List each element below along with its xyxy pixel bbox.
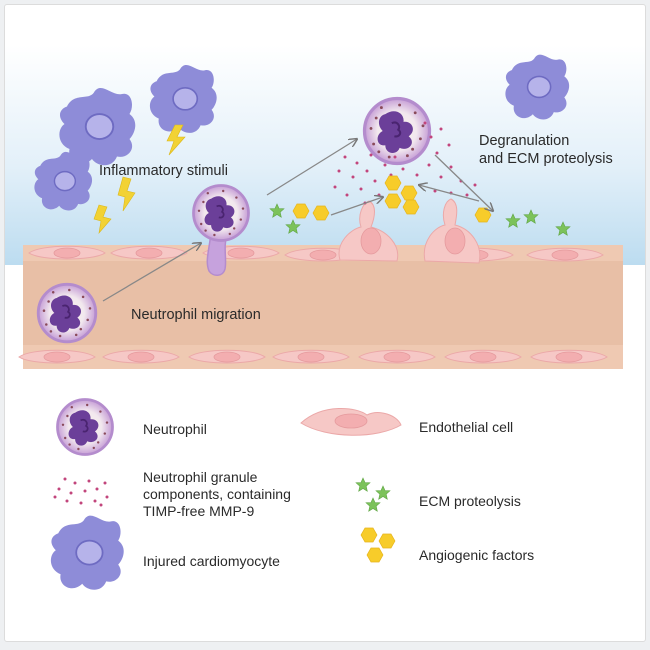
label-inflammatory-stimuli: Inflammatory stimuli	[99, 163, 228, 179]
vessel-lumen	[23, 261, 623, 345]
label-neutrophil-migration: Neutrophil migration	[131, 307, 261, 323]
legend-label-cardiomyocyte: Injured cardiomyocyte	[143, 553, 280, 569]
degranulating-neutrophil	[365, 99, 430, 164]
vessel-neutrophil	[38, 284, 96, 342]
legend-label-angiogenic: Angiogenic factors	[419, 547, 535, 563]
legend-hexagon-icon	[360, 527, 396, 563]
process-arrows	[102, 139, 493, 302]
legend-label-endothelial: Endothelial cell	[419, 419, 514, 435]
label-degranulation-line1: Degranulation	[479, 133, 570, 149]
legend-granule-icon	[53, 477, 109, 507]
legend-cardiomyocyte-icon	[51, 516, 124, 590]
legend-label-granules-2: components, containing	[143, 486, 291, 502]
legend-label-ecm: ECM proteolysis	[419, 493, 521, 509]
legend-neutrophil-icon	[58, 400, 113, 455]
legend-label-granules-1: Neutrophil granule	[143, 469, 258, 485]
migrating-neutrophil	[194, 186, 249, 276]
label-degranulation-line2: and ECM proteolysis	[479, 151, 613, 167]
figure-frame: Inflammatory stimuli Degranulation and E…	[4, 4, 646, 642]
diagram-canvas	[5, 45, 645, 641]
legend-label-granules-3: TIMP-free MMP-9	[143, 503, 255, 519]
lightning-icons	[93, 124, 186, 235]
sprouting-endothelial-cells	[338, 198, 481, 264]
legend-label-neutrophil: Neutrophil	[143, 421, 207, 437]
legend-endothelial-icon	[300, 407, 402, 436]
legend-star-icon	[355, 477, 391, 512]
